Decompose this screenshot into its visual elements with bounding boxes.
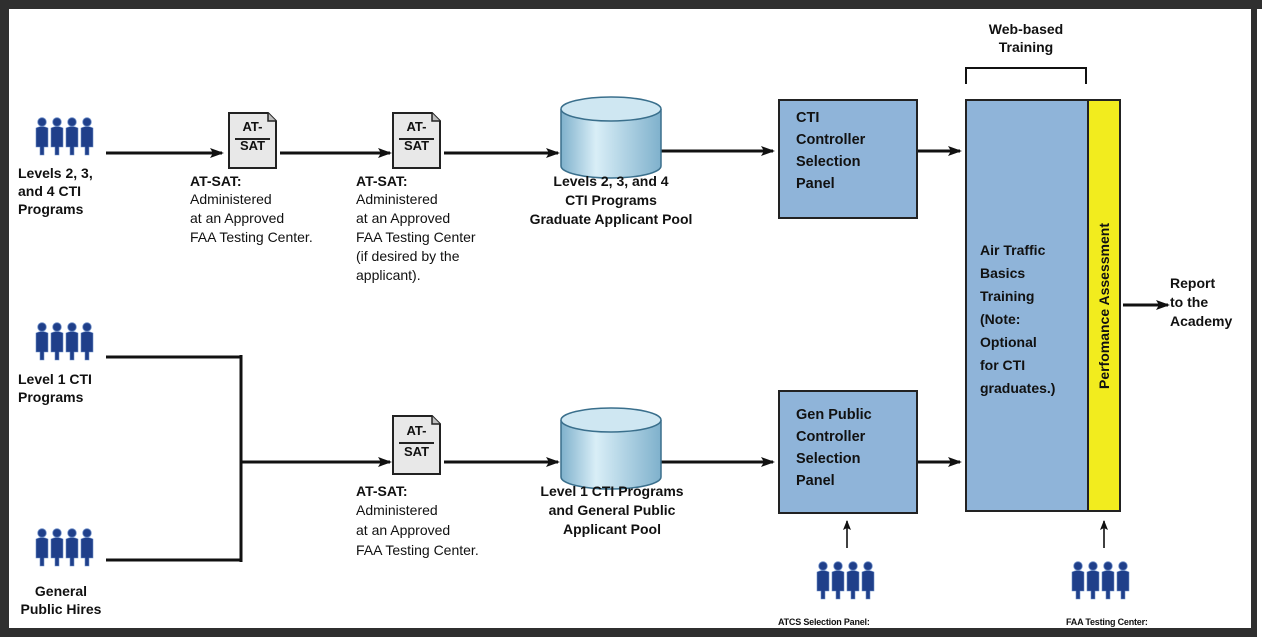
source-label-general-public: General Public Hires [20,583,102,617]
doc-label-test3: AT- SAT [403,423,430,459]
source-label-level1-cti: Level 1 CTI Programs [18,371,92,405]
performance-assessment-label: Perfomance Assessment [1096,223,1112,390]
test2-title: AT-SAT: [356,173,408,189]
panel-staff-label: ATCS Selection Panel: [778,617,870,627]
people-icon-panel-staff [816,561,875,600]
database-icon-top-pool [560,96,662,179]
test1-description: Administered at an Approved FAA Testing … [190,191,313,245]
document-icon-test3 [392,415,441,475]
testing-staff-label: FAA Testing Center: [1066,617,1148,627]
public-selection-panel-label: Gen Public Controller Selection Panel [796,407,872,489]
people-icon-levels-cti [35,117,94,156]
academy-output-label: Report to the Academy [1170,275,1233,329]
doc-label-test2: AT- SAT [403,119,430,153]
people-icon-level1-cti [35,322,94,361]
performance-assessment-box [1087,99,1121,512]
frame-border-left [0,0,9,637]
frame-border-bottom [0,628,1257,637]
frame-border-right [1251,0,1257,637]
test2-description: Administered at an Approved FAA Testing … [356,191,476,283]
test1-title: AT-SAT: [190,173,242,189]
source-label-levels-cti: Levels 2, 3, and 4 CTI Programs [18,165,93,217]
web-training-bracket [965,67,1087,84]
database-icon-bottom-pool [560,407,662,490]
people-icon-testing-staff [1071,561,1130,600]
document-icon-test2 [392,112,441,169]
document-icon-test1 [228,112,277,169]
cti-selection-panel-box [778,99,918,219]
test3-title: AT-SAT: [356,483,408,499]
people-icon-general-public [35,528,94,567]
test3-description: Administered at an Approved FAA Testing … [356,502,479,558]
frame-border-top [0,0,1262,9]
public-selection-panel-box [778,390,918,514]
air-traffic-basics-label: Air Traffic Basics Training (Note: Optio… [980,242,1056,396]
web-training-label: Web-based Training [988,21,1064,55]
top-pool-label: Levels 2, 3, and 4 CTI Programs Graduate… [529,173,693,227]
cti-selection-panel-label: CTI Controller Selection Panel [796,110,866,192]
doc-label-test1: AT- SAT [239,119,266,153]
bottom-pool-label: Level 1 CTI Programs and General Public … [540,483,684,537]
